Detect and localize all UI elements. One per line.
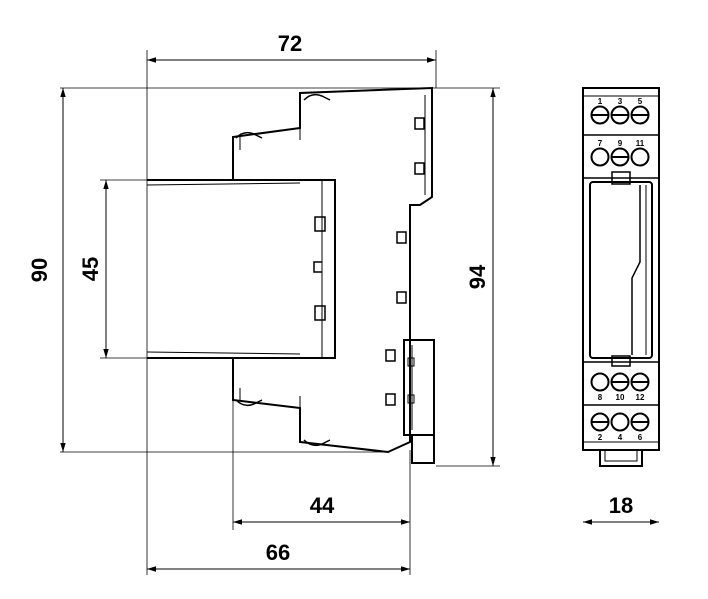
terminal-label: 11 — [636, 139, 645, 148]
dimension-lines — [60, 57, 659, 572]
dimension-labels: 72 90 45 94 44 66 18 — [27, 31, 633, 565]
dim-label-18: 18 — [609, 493, 633, 518]
dim-label-94: 94 — [465, 264, 490, 289]
terminal-label: 8 — [598, 393, 603, 402]
terminal-label: 6 — [638, 433, 643, 442]
front-panel — [589, 181, 653, 359]
front-slot-2 — [314, 305, 326, 321]
terminal-screws-bottom — [590, 412, 650, 432]
terminal-label: 4 — [618, 433, 623, 442]
top-clip-1 — [303, 93, 331, 101]
bottom-clip-1 — [235, 399, 263, 407]
terminal-label: 7 — [598, 139, 603, 148]
bottom-clip-2 — [303, 439, 331, 447]
din-rail-latch — [403, 339, 435, 436]
front-slot-1 — [314, 216, 326, 232]
terminal-label: 5 — [638, 97, 643, 106]
dim-label-90: 90 — [27, 258, 52, 282]
terminal-label: 2 — [598, 433, 603, 442]
side-view — [146, 86, 435, 464]
terminal-screws-upper — [590, 147, 650, 167]
dim-label-44: 44 — [310, 493, 335, 518]
dim-label-72: 72 — [278, 31, 302, 56]
panel-flap-edge — [631, 185, 641, 355]
terminal-label: 9 — [618, 139, 623, 148]
terminal-screws-top — [590, 105, 650, 125]
top-clip-2 — [235, 131, 263, 139]
terminal-label: 10 — [616, 393, 625, 402]
front-view — [582, 87, 660, 467]
module-outline — [582, 87, 660, 451]
dim-label-45: 45 — [78, 257, 103, 281]
front-din-clip — [599, 450, 643, 467]
terminal-label: 1 — [598, 97, 603, 106]
terminal-label: 12 — [636, 393, 645, 402]
extension-lines — [60, 50, 500, 575]
housing-outline — [232, 86, 433, 454]
terminal-label: 3 — [618, 97, 623, 106]
terminal-screws-lower — [590, 372, 650, 392]
front-body-outline — [147, 179, 336, 359]
front-notch — [313, 261, 322, 273]
terminal-labels: 1 3 5 7 9 11 8 10 12 2 4 6 — [598, 97, 645, 442]
dim-label-66: 66 — [266, 540, 290, 565]
